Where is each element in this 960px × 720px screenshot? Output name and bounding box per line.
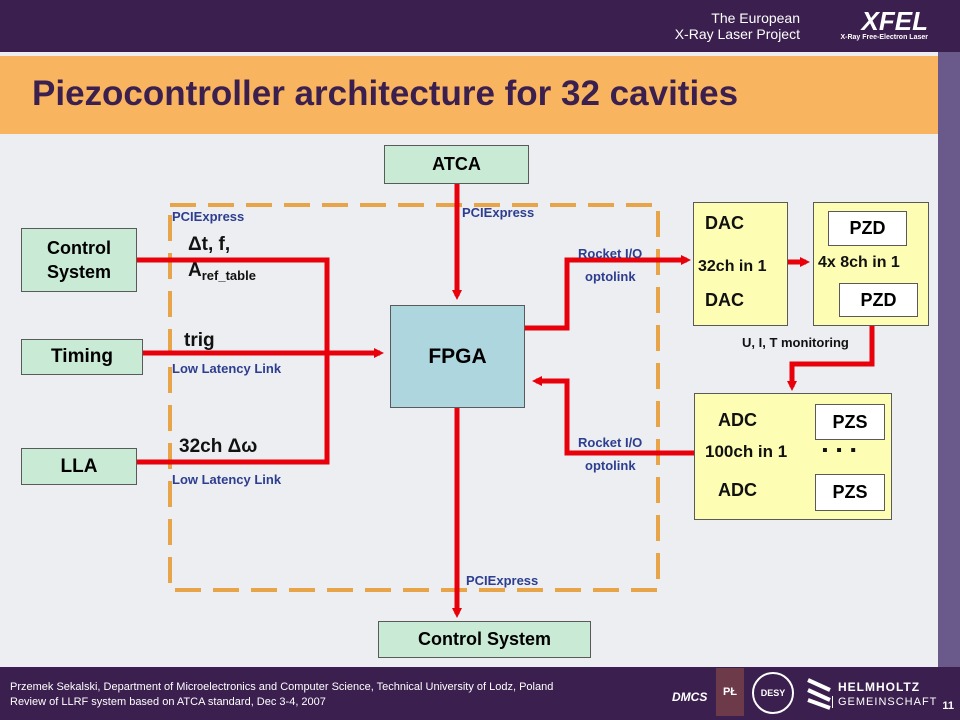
dac-group-box: [693, 202, 788, 326]
project-name: The European X-Ray Laser Project: [675, 10, 800, 42]
right-side-bar: [938, 52, 960, 667]
low-latency-link-1-label: Low Latency Link: [172, 361, 282, 376]
lla-label: LLA: [60, 455, 98, 477]
fpga-to-dac-arrow: [525, 255, 691, 331]
pzd-2-box: PZD: [839, 283, 918, 317]
control-system-left-box: Control System: [21, 228, 137, 292]
pciexpress-bottom-label: PCIExpress: [466, 573, 539, 588]
header-bar: [0, 0, 960, 52]
params-sub-label: ref_table: [201, 268, 256, 283]
pzd-group-label: 4x 8ch in 1: [818, 254, 900, 271]
params-line1: Δt, f,: [188, 234, 231, 255]
control-system-bottom-label: Control System: [417, 629, 552, 649]
pzd-1-box: PZD: [828, 211, 907, 246]
helmholtz-logo-icon: [807, 678, 831, 710]
helmholtz-logo-line2: GEMEINSCHAFT: [832, 696, 937, 708]
lla-box: LLA: [21, 448, 137, 485]
rocket-io-1-label: Rocket I/O: [578, 246, 643, 261]
pzs-1-label: PZS: [832, 411, 868, 432]
project-name-line2: X-Ray Laser Project: [674, 26, 800, 42]
footer-review-line: Review of LLRF system based on ATCA stan…: [10, 696, 326, 708]
low-latency-link-2-label: Low Latency Link: [172, 472, 282, 487]
footer-author-line: Przemek Sekalski, Department of Microele…: [10, 681, 554, 693]
pzs-1-box: PZS: [815, 404, 885, 440]
pl-logo: PŁ: [716, 668, 744, 716]
project-name-line1: The European: [711, 10, 800, 26]
control-system-bottom-box: Control System: [378, 621, 591, 658]
pzs-2-label: PZS: [832, 482, 868, 502]
adc-1-label: ADC: [718, 410, 757, 430]
desy-logo-text: DESY: [760, 688, 786, 698]
helmholtz-logo-line1: HELMHOLTZ: [838, 680, 921, 694]
optolink-2-label: optolink: [585, 458, 636, 473]
page-number: 11: [942, 700, 954, 712]
xfel-logo: XFEL: [861, 6, 928, 36]
dac-group-label: 32ch in 1: [698, 258, 767, 275]
pzd-1-label: PZD: [849, 218, 886, 238]
control-system-to-lla-line: [137, 257, 330, 465]
dac-1-label: DAC: [705, 213, 744, 233]
title-bar: [0, 56, 938, 134]
monitoring-arrow: [787, 326, 875, 391]
monitoring-label: U, I, T monitoring: [742, 335, 849, 350]
optolink-1-label: optolink: [585, 269, 636, 284]
dmcs-logo: DMCS: [672, 690, 708, 704]
pzd-2-label: PZD: [860, 289, 897, 310]
trig-label: trig: [184, 330, 215, 351]
slide-title: Piezocontroller architecture for 32 cavi…: [32, 74, 739, 113]
atca-label: ATCA: [432, 154, 481, 174]
timing-label: Timing: [51, 346, 113, 367]
fpga-board-boundary: [168, 203, 660, 592]
desy-logo: DESY: [752, 672, 794, 714]
atca-box: ATCA: [384, 145, 529, 184]
more-pzs-dots: ▪ ▪ ▪: [822, 442, 858, 459]
timing-box: Timing: [21, 339, 143, 375]
adc-2-label: ADC: [718, 480, 757, 500]
adc-group-label: 100ch in 1: [705, 442, 788, 461]
fpga-box: FPGA: [390, 305, 525, 408]
dac-2-label: DAC: [705, 290, 744, 310]
pciexpress-top-label: PCIExpress: [462, 205, 535, 220]
params-a-label: A: [188, 260, 202, 281]
pzs-2-box: PZS: [815, 474, 885, 511]
footer-bar: [0, 667, 960, 720]
pciexpress-left-label: PCIExpress: [172, 209, 245, 224]
rocket-io-2-label: Rocket I/O: [578, 435, 643, 450]
pl-logo-text: PŁ: [722, 686, 738, 698]
control-system-left-label: Control System: [46, 238, 112, 282]
params-line2: Aref_table: [188, 260, 256, 283]
delta-omega-label: 32ch Δω: [179, 436, 258, 457]
fpga-label: FPGA: [428, 344, 487, 368]
xfel-logo-subtitle: X-Ray Free-Electron Laser: [840, 34, 928, 41]
adc-to-fpga-arrow: [532, 376, 695, 456]
